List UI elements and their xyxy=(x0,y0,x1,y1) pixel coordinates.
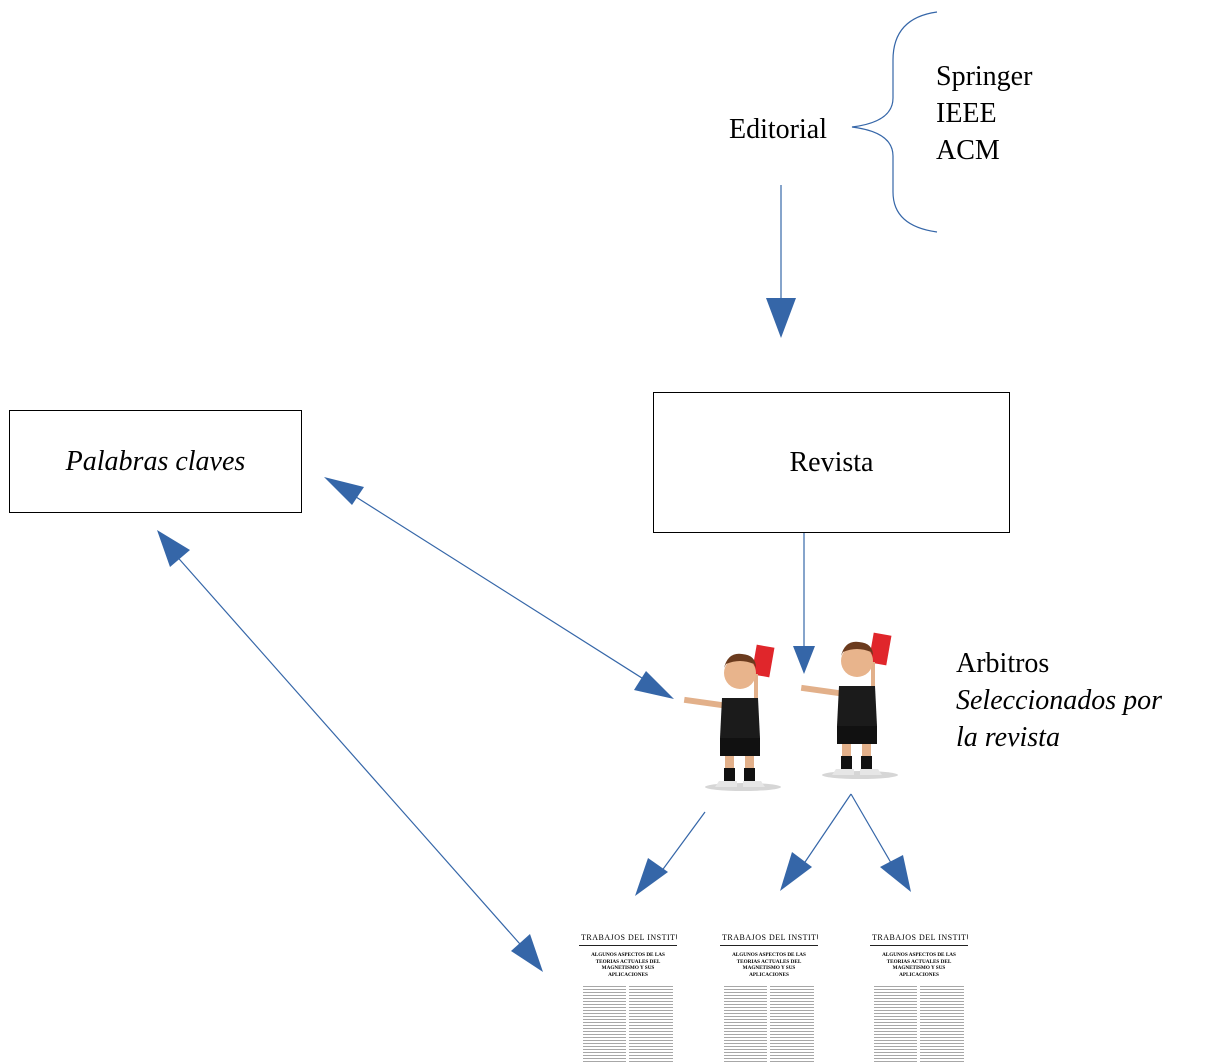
arrow-referee2-paper3-line xyxy=(850,793,895,869)
arrow-referee2-paper2-head xyxy=(780,852,812,891)
paper-thumbnail-2: TRABAJOS DEL INSTITUTO ALGUNOS ASPECTOS … xyxy=(720,930,818,1063)
publisher-ieee: IEEE xyxy=(936,98,997,129)
keywords-box: Palabras claves xyxy=(9,410,302,513)
referee-icon xyxy=(683,644,781,791)
arbitros-subtitle-line1: Seleccionados por xyxy=(956,685,1163,716)
arbitros-subtitle-line2: la revista xyxy=(956,722,1060,753)
keywords-label: Palabras claves xyxy=(65,445,246,477)
publisher-springer: Springer xyxy=(936,61,1033,92)
paper-text-lines xyxy=(724,986,814,1063)
paper-text-lines xyxy=(583,986,673,1063)
arrow-referee1-paper1-line xyxy=(657,811,706,877)
referee-icon xyxy=(800,632,898,779)
arrow-referee2-paper3-head xyxy=(880,855,911,892)
arrow-keywords-arbitros-line xyxy=(344,489,654,686)
publisher-list: Springer IEEE ACM xyxy=(936,58,1032,169)
arrow-keywords-arbitros-head-start xyxy=(324,477,364,505)
editorial-label: Editorial xyxy=(729,114,827,145)
paper-header: TRABAJOS DEL INSTITUTO xyxy=(720,930,818,946)
arrow-editorial-revista-head xyxy=(766,298,796,338)
arbitros-title: Arbitros xyxy=(956,648,1050,679)
arrow-referee1-paper1-head xyxy=(635,858,668,896)
paper-header: TRABAJOS DEL INSTITUTO xyxy=(870,930,968,946)
arbitros-text: Arbitros Seleccionados por la revista xyxy=(956,645,1162,756)
paper-text-lines xyxy=(874,986,964,1063)
revista-box: Revista xyxy=(653,392,1010,533)
arrow-keywords-arbitros-head-end xyxy=(634,671,674,699)
arrow-referee2-paper2-line xyxy=(800,793,852,869)
paper-title: ALGUNOS ASPECTOS DE LAS TEORIAS ACTUALES… xyxy=(591,952,665,978)
paper-title: ALGUNOS ASPECTOS DE LAS TEORIAS ACTUALES… xyxy=(732,952,806,978)
arrow-keywords-papers-head-start xyxy=(157,530,190,567)
paper-header: TRABAJOS DEL INSTITUTO xyxy=(579,930,677,946)
arrow-revista-arbitros-head xyxy=(793,646,815,674)
revista-label: Revista xyxy=(789,446,874,478)
paper-title: ALGUNOS ASPECTOS DE LAS TEORIAS ACTUALES… xyxy=(882,952,956,978)
arrow-keywords-papers-head-end xyxy=(511,934,543,972)
publisher-brace xyxy=(851,11,938,233)
arrow-keywords-papers-line xyxy=(172,551,528,953)
paper-thumbnail-1: TRABAJOS DEL INSTITUTO ALGUNOS ASPECTOS … xyxy=(579,930,677,1063)
paper-thumbnail-3: TRABAJOS DEL INSTITUTO ALGUNOS ASPECTOS … xyxy=(870,930,968,1063)
publisher-acm: ACM xyxy=(936,135,1000,166)
